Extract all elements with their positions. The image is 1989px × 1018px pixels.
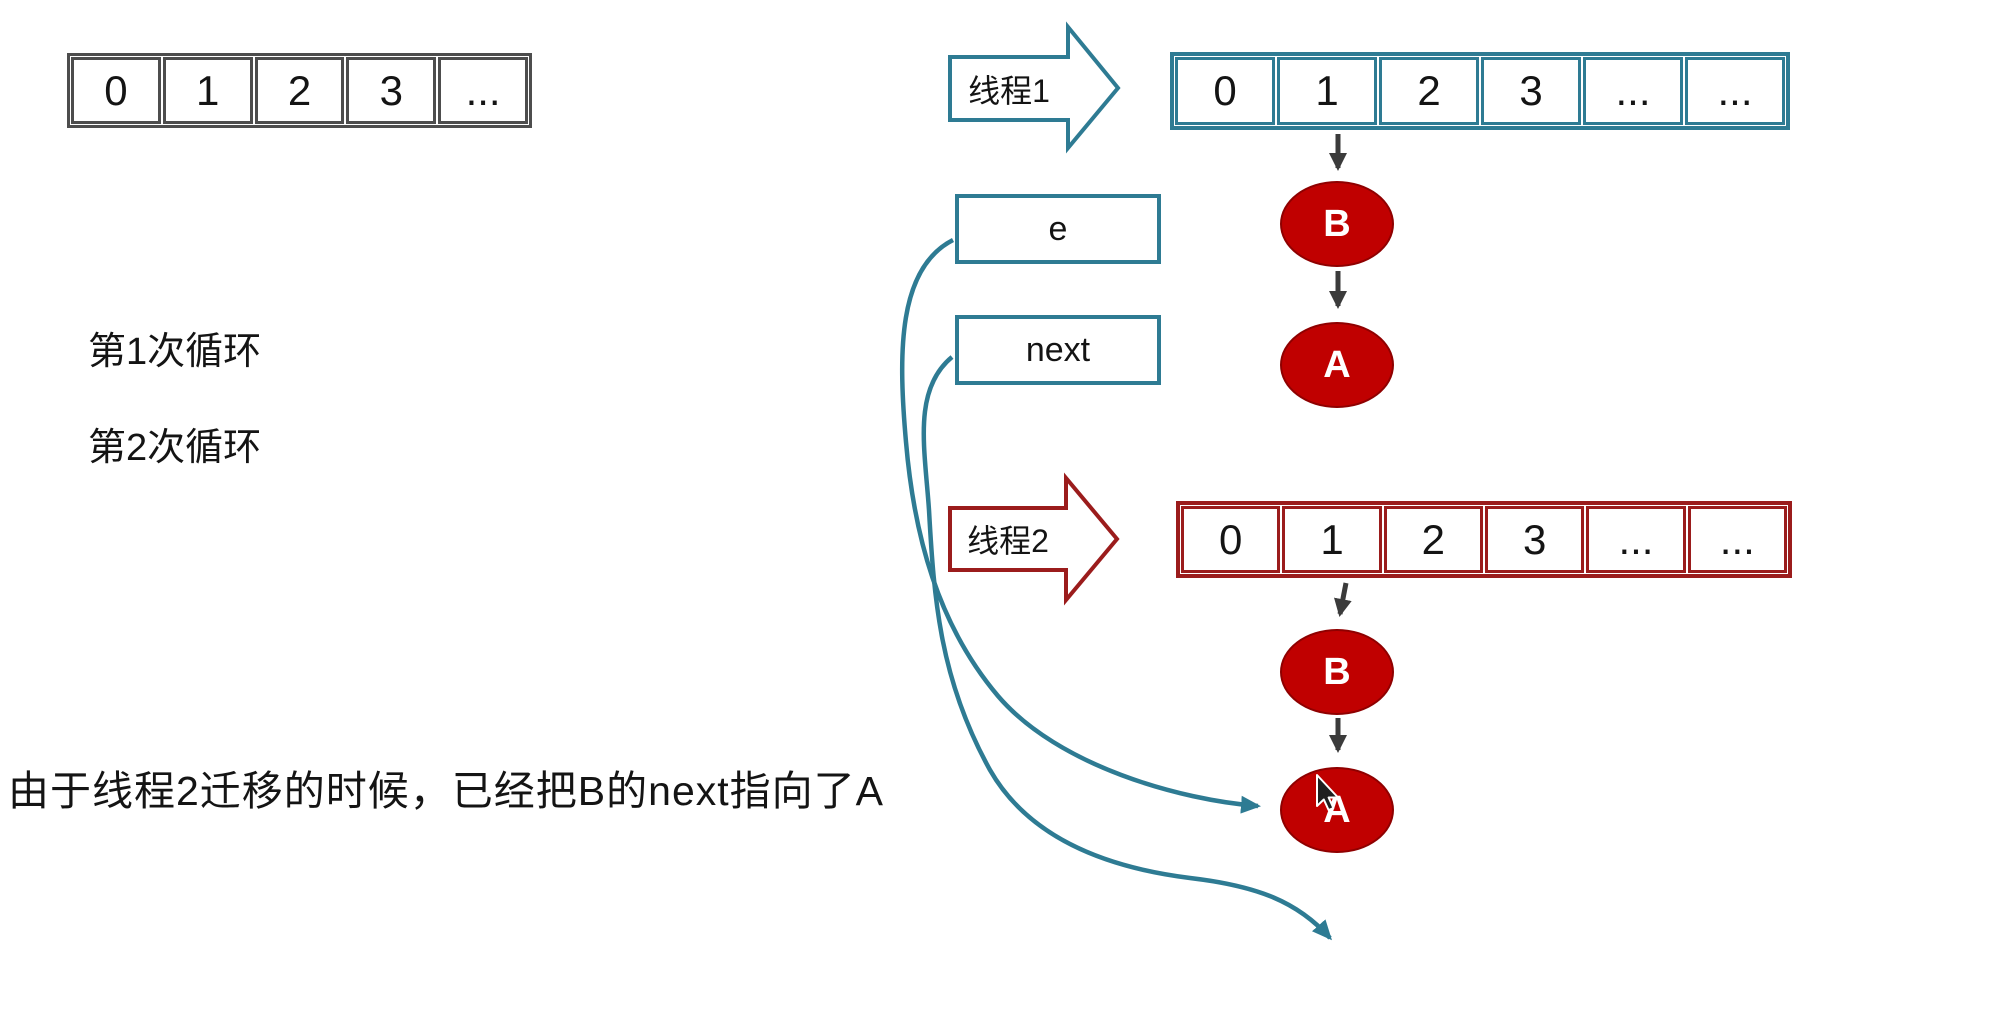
array-cell: 3 (1484, 506, 1585, 573)
thread2-block-arrow (948, 472, 1120, 606)
array-cell: 3 (346, 57, 437, 124)
loop2-label: 第2次循环 (88, 427, 262, 469)
thread1-block-arrow (948, 21, 1121, 154)
array-cell: 3 (1481, 57, 1581, 125)
pointer-next-box: next (955, 315, 1161, 385)
thread2-node-a: A (1280, 767, 1394, 853)
array-cell: 0 (1175, 57, 1275, 125)
thread1-node-a: A (1280, 322, 1394, 408)
curve-next-downward (921, 355, 1332, 941)
array-cell: ... (1583, 57, 1683, 125)
thread1-label: 线程1 (968, 72, 1050, 109)
pointer-e-label: e (1048, 209, 1068, 248)
array-cell: 1 (162, 57, 253, 124)
pointer-next-label: next (1025, 330, 1091, 369)
thread2-label: 线程2 (967, 523, 1049, 559)
array-cell: ... (1685, 57, 1785, 125)
array-cell: 2 (1379, 57, 1479, 125)
array-cell: 2 (254, 57, 345, 124)
array-cell: ... (1586, 506, 1686, 573)
array-cell: 2 (1383, 506, 1483, 573)
thread2-node-b: B (1280, 629, 1394, 715)
curve-e-to-node-a (899, 237, 1261, 814)
array-cell: ... (1687, 506, 1787, 573)
thread1-bucket-array: 0 1 2 3 ... ... (1170, 52, 1790, 130)
arrow-t2-bucket-to-b (1334, 582, 1352, 617)
thread2-bucket-array: 0 1 2 3 ... ... (1176, 501, 1792, 578)
loop1-label: 第1次循环 (88, 331, 262, 373)
mouse-cursor-icon (1316, 774, 1339, 811)
array-cell: 0 (1181, 506, 1281, 573)
bottom-note: 由于线程2迁移的时候，已经把B的next指向了A (8, 768, 884, 814)
array-cell: 0 (71, 57, 161, 124)
base-bucket-array: 0 1 2 3 ... (67, 53, 532, 128)
array-cell: 1 (1277, 57, 1377, 125)
array-cell: 1 (1282, 506, 1382, 573)
array-cell: ... (438, 57, 528, 124)
pointer-e-box: e (955, 194, 1161, 264)
thread1-node-b: B (1280, 181, 1394, 267)
